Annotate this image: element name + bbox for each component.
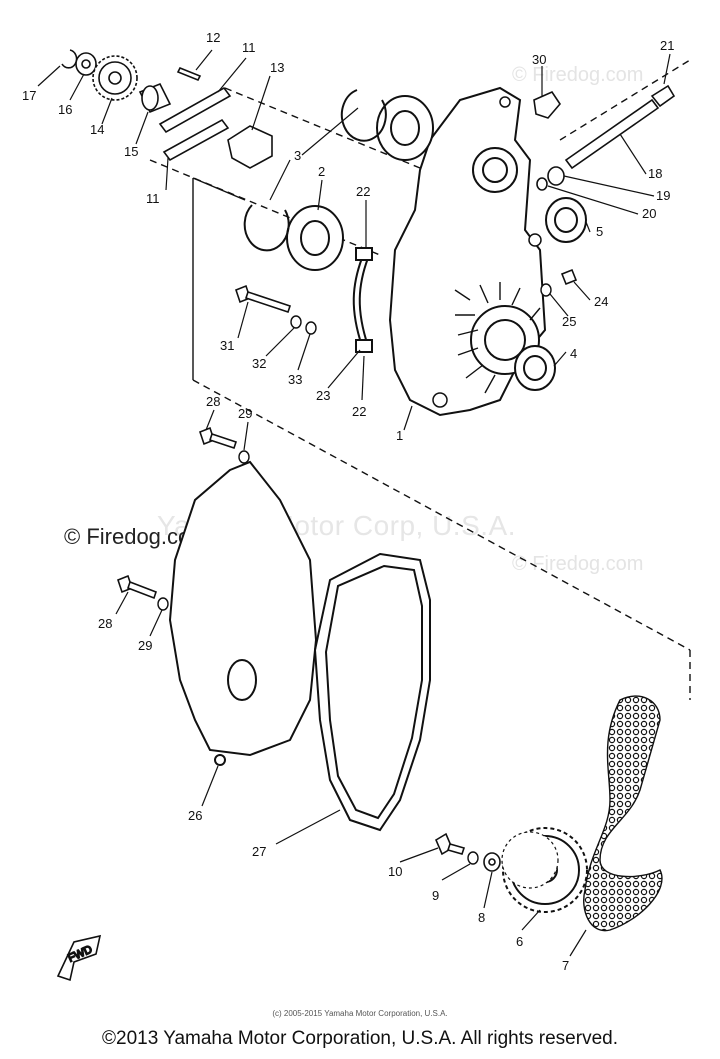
plate-11-upper [158, 86, 232, 134]
leader-lines [37, 49, 671, 957]
bolt-10 [434, 832, 466, 856]
bolt-28-lower [117, 574, 158, 600]
callout-14: 14 [90, 122, 104, 137]
callout-12: 12 [206, 30, 220, 45]
callout-2: 2 [318, 164, 325, 179]
callout-25: 25 [562, 314, 576, 329]
callout-20: 20 [642, 206, 656, 221]
callout-23: 23 [316, 388, 330, 403]
washer-32 [290, 315, 302, 329]
callout-31: 31 [220, 338, 234, 353]
breather-hose-23 [352, 247, 373, 353]
circlip-upper [340, 89, 387, 142]
callout-4: 4 [570, 346, 577, 361]
sprocket-6 [501, 827, 588, 913]
callout-labels: 17 16 14 15 12 11 13 11 3 2 22 30 21 18 … [22, 30, 674, 973]
bearing-lower [286, 205, 344, 271]
callout-22b: 22 [352, 404, 366, 419]
gasket-27 [313, 552, 431, 832]
bolt-28-upper [199, 426, 238, 450]
callout-18: 18 [648, 166, 662, 181]
callout-28b: 28 [98, 616, 112, 631]
callout-33: 33 [288, 372, 302, 387]
washer-29-lower [157, 597, 169, 611]
circlip-17 [61, 49, 78, 69]
callout-11b: 11 [146, 191, 160, 206]
bearing-upper [376, 95, 434, 161]
svg-text:FWD: FWD [66, 944, 94, 965]
callout-1: 1 [396, 428, 403, 443]
callout-9: 9 [432, 888, 439, 903]
bolt-24 [560, 268, 578, 286]
bolt-31 [235, 284, 292, 314]
tensioner-13 [227, 125, 273, 169]
callout-16: 16 [58, 102, 72, 117]
callout-6: 6 [516, 934, 523, 949]
callout-15: 15 [124, 144, 138, 159]
oil-seal-5 [545, 197, 587, 243]
bushing-15 [138, 82, 172, 114]
callout-32: 32 [252, 356, 266, 371]
callout-30: 30 [532, 52, 546, 67]
watermark-firedog-top: © Firedog.com [512, 64, 644, 86]
drive-chain-7 [583, 695, 663, 932]
forward-direction-icon: FWD [56, 934, 102, 982]
washer-25 [540, 283, 552, 297]
callout-24: 24 [594, 294, 608, 309]
small-copyright: (c) 2005-2015 Yamaha Motor Corporation, … [272, 1009, 448, 1018]
callout-3: 3 [294, 148, 301, 163]
sprocket-14 [92, 55, 138, 101]
callout-19: 19 [656, 188, 670, 203]
callout-28a: 28 [206, 394, 220, 409]
oil-seal-4 [514, 345, 556, 391]
callout-27: 27 [252, 844, 266, 859]
callout-21: 21 [660, 38, 674, 53]
watermark-firedog-right: © Firedog.com [512, 553, 644, 575]
washer-33 [305, 321, 317, 335]
callout-11a: 11 [242, 40, 256, 55]
screw-12 [176, 66, 202, 82]
callout-29a: 29 [238, 406, 252, 421]
callout-26: 26 [188, 808, 202, 823]
washer-29-upper [238, 450, 250, 464]
o-ring-20 [536, 177, 548, 191]
callout-13: 13 [270, 60, 284, 75]
callout-10: 10 [388, 864, 402, 879]
washer-19 [547, 166, 565, 186]
callout-8: 8 [478, 910, 485, 925]
callout-17: 17 [22, 88, 36, 103]
long-bolt-18 [564, 84, 676, 170]
callout-29b: 29 [138, 638, 152, 653]
circlip-lower [243, 204, 290, 252]
callout-7: 7 [562, 958, 569, 973]
callout-22a: 22 [356, 184, 370, 199]
footer-copyright: ©2013 Yamaha Motor Corporation, U.S.A. A… [102, 1028, 618, 1049]
plug-30 [533, 90, 562, 119]
plate-11-lower [162, 118, 230, 162]
chain-case-cover-26 [168, 460, 318, 766]
washer-9 [467, 851, 479, 865]
washer-16 [75, 52, 97, 76]
washer-8 [483, 852, 501, 872]
callout-5: 5 [596, 224, 603, 239]
